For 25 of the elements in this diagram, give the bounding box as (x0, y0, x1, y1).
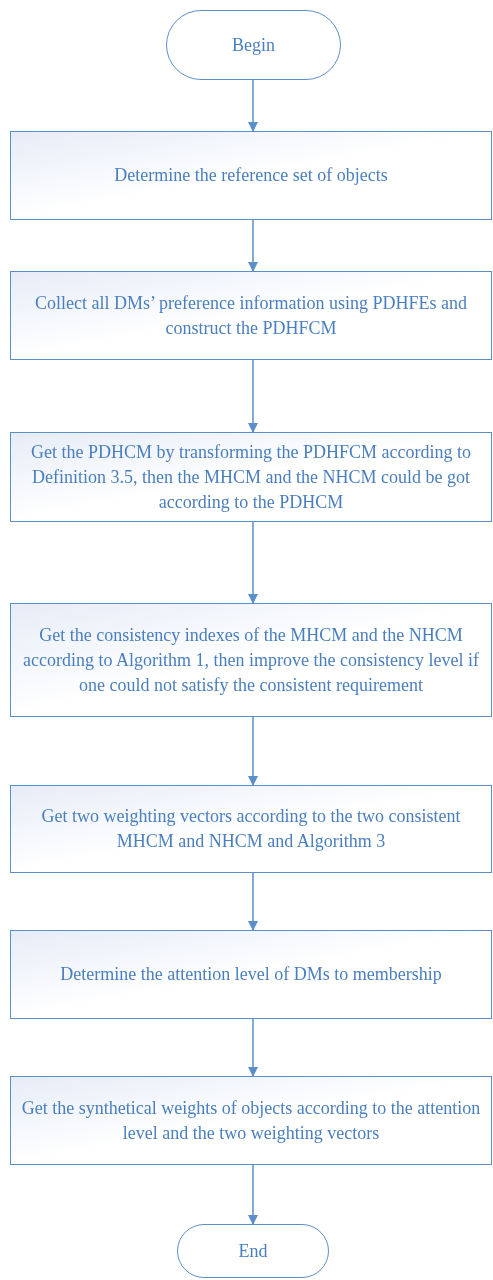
arrow (248, 1018, 258, 1077)
node-text: Determine the attention level of DMs to membership (60, 963, 442, 986)
arrow (248, 521, 258, 604)
node-text: Begin (232, 33, 275, 57)
arrow (248, 79, 258, 132)
node-text: Get two weighting vectors according to the two consistent MHCM and NHCM and Algorithm 3 (40, 805, 462, 853)
node-text: Get the synthetical weights of objects according to the attention level and the two weighting vectors (20, 1096, 482, 1145)
arrow (248, 359, 258, 433)
node-text: End (238, 1239, 268, 1263)
arrow (248, 716, 258, 786)
process-box (10, 271, 492, 360)
process-box (10, 785, 492, 873)
process-box (10, 1076, 492, 1165)
arrow (248, 1164, 258, 1225)
process-box (10, 432, 492, 522)
process-box (10, 603, 492, 717)
node-text: Get the consistency indexes of the MHCM and the NHCM according to Algorithm 1, then improve the consistency level if one could not satisfy the consistent requirement (22, 623, 480, 697)
arrow (248, 219, 258, 272)
node-text: Get the PDHCM by transforming the PDHFCM according to Definition 3.5, then the MHCM and the NHCM could be got according to the PDHCM (30, 440, 472, 514)
node-text: Collect all DMs’ preference information using PDHFEs and construct the PDHFCM (33, 291, 469, 340)
process-box (10, 930, 492, 1019)
node-text: Determine the reference set of objects (114, 164, 388, 187)
terminal-node (177, 1224, 329, 1278)
arrow (248, 872, 258, 931)
process-box (10, 131, 492, 220)
